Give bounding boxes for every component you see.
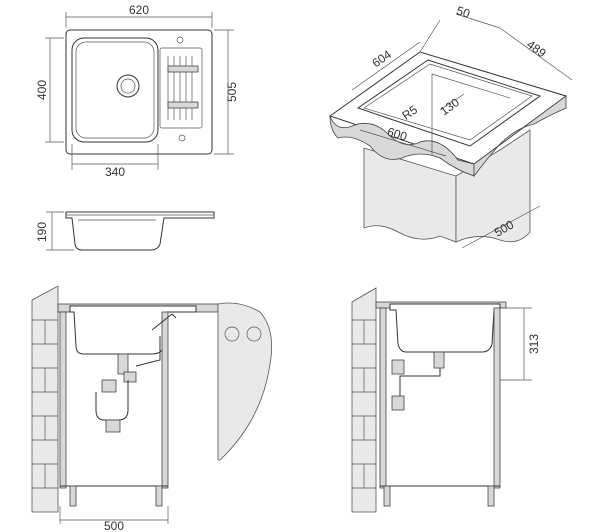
top-view: 620 400 505 340 (35, 3, 239, 179)
side-installation-view: 313 (351, 287, 541, 513)
foot-1 (69, 485, 77, 507)
bowl-width-label: 340 (105, 165, 125, 179)
depth-label: 505 (225, 82, 239, 102)
cutout-inner (363, 63, 533, 141)
side-cabinet-front (493, 307, 501, 489)
width-label: 620 (129, 3, 149, 17)
countertop-right-edge (473, 95, 567, 178)
drainer-grooves (167, 56, 199, 120)
iso-dim-50-label: 50 (455, 3, 472, 21)
iso-dim-500-line (461, 205, 541, 249)
isometric-view: 50 604 489 R5 130 600 500 (328, 3, 573, 249)
iso-dim-489-label: 489 (524, 37, 549, 60)
side-foot-2 (487, 485, 495, 507)
countertop-front-edge (329, 115, 475, 177)
overflow-hole (178, 134, 186, 142)
iso-dim-604-line (351, 41, 421, 91)
cabinet-right-side (455, 129, 531, 243)
panel-hole-2 (246, 326, 262, 342)
drain-inner (120, 78, 136, 94)
iso-dim-600-line (359, 129, 447, 157)
cabinet-left-side (363, 147, 457, 243)
siphon (95, 313, 177, 433)
wall-left (31, 285, 59, 513)
height-label: 400 (35, 80, 49, 100)
bowl-outline (71, 37, 159, 143)
side-sink (389, 303, 501, 353)
side-cabinet-back (379, 307, 387, 489)
front-sink (69, 305, 197, 355)
sink-profile (65, 211, 215, 251)
iso-dim-600-label: 600 (386, 125, 410, 144)
panel-hole-1 (224, 326, 240, 342)
front-installation-view: 500 (31, 285, 273, 532)
cabinet-left-leg (59, 311, 67, 489)
iso-dim-604-label: 604 (369, 47, 394, 70)
drainer-area (159, 47, 203, 129)
foot-2 (155, 485, 163, 507)
drain-outer (116, 74, 140, 98)
profile-depth-label: 190 (35, 222, 49, 242)
side-panel (217, 302, 273, 461)
tap-hole (176, 36, 184, 44)
side-foot-1 (383, 485, 391, 507)
side-profile-view: 190 (35, 211, 215, 251)
cabinet-right-leg (161, 311, 169, 489)
side-siphon (391, 351, 445, 411)
sink-outline (65, 29, 213, 155)
iso-dim-489-line (499, 27, 573, 81)
side-height-label: 313 (527, 334, 541, 354)
cabinet-width-label: 500 (104, 519, 124, 532)
bowl-inner (75, 41, 155, 139)
